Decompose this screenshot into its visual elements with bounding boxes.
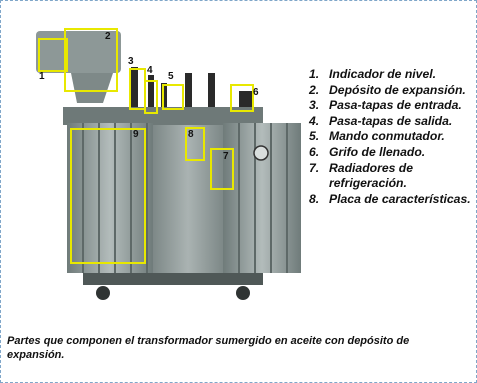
box-5 [162,84,184,110]
box-6 [230,84,254,112]
gauge [253,145,269,161]
legend-text: Pasa-tapas de salida. [329,113,453,128]
legend-item: 7. Radiadores de refrigeración. [307,161,459,192]
legend-number: 3. [309,98,320,113]
callout-8: 8 [188,129,194,140]
legend-number: 2. [309,82,320,97]
legend-text: Indicador de nivel. [329,67,437,81]
conservator-support [71,73,113,103]
callout-6: 6 [253,87,259,98]
legend-text: Placa de características. [329,191,471,206]
wheel-left [96,286,110,300]
box-4 [144,80,158,114]
callout-7: 7 [223,151,229,162]
transformer-photo [36,28,301,300]
tank-top [63,107,263,125]
callout-1: 1 [39,71,45,82]
figure-caption: Partes que componen el transformador sum… [7,335,410,361]
highlight-boxes [38,28,254,264]
legend-text: Radiadores de refrigeración. [329,160,413,191]
wheel-right [236,286,250,300]
box-8 [185,127,205,161]
expansion-tank [36,31,121,73]
callout-2: 2 [105,31,111,42]
legend-item: 8. Placa de características. [307,192,475,208]
legend-text: Pasa-tapas de entrada. [329,98,462,113]
legend-item: 1. Indicador de nivel. [307,67,475,83]
legend-number: 1. [309,67,320,81]
legend-number: 8. [309,191,320,206]
legend-number: 7. [309,160,320,175]
legend-item: 6. Grifo de llenado. [307,145,475,161]
legend-number: 6. [309,144,320,159]
legend-number: 5. [309,129,320,144]
radiators-left [67,123,153,273]
legend-item: 5. Mando conmutador. [307,129,475,145]
box-1 [38,38,68,72]
main-tank [153,125,223,275]
box-2 [64,28,118,92]
legend-item: 4. Pasa-tapas de salida. [307,114,475,130]
legend-text: Depósito de expansión. [329,82,466,97]
legend-text: Grifo de llenado. [329,144,426,159]
base-frame [83,273,263,285]
box-9 [70,128,146,264]
legend-text: Mando conmutador. [329,129,445,144]
callout-3: 3 [128,56,134,67]
box-7 [210,148,234,190]
legend-item: 3. Pasa-tapas de entrada. [307,98,475,114]
callout-5: 5 [168,71,174,82]
legend-item: 2. Depósito de expansión. [307,83,475,99]
callout-9: 9 [133,129,139,140]
legend-number: 4. [309,113,320,128]
callout-4: 4 [147,65,153,76]
parts-legend: 1. Indicador de nivel. 2. Depósito de expa… [307,67,475,207]
